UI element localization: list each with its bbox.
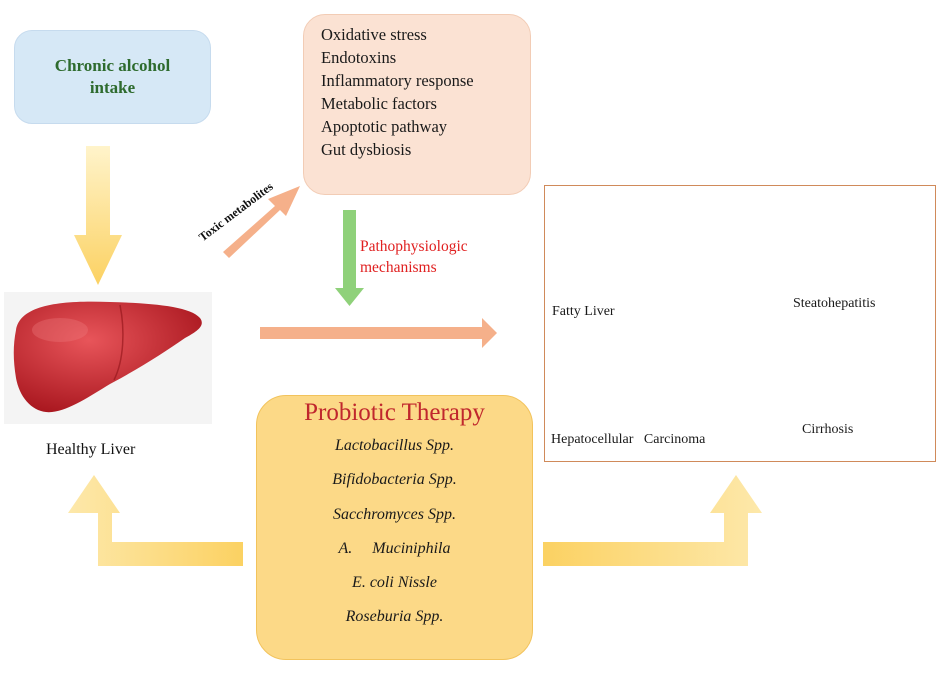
list-item: Lactobacillus Spp. bbox=[334, 437, 455, 454]
list-item: Sacchromyces Spp. bbox=[333, 505, 456, 523]
stage-label-fatty-liver: Fatty Liver bbox=[552, 304, 615, 319]
list-item: Gut dysbiosis bbox=[321, 140, 412, 159]
list-item: Roseburia Spp. bbox=[345, 608, 444, 626]
arrow-liver-to-disease bbox=[260, 318, 497, 348]
list-item: Bifidobacteria Spp. bbox=[332, 471, 457, 489]
pathophysiologic-label: Pathophysiologic mechanisms bbox=[360, 238, 468, 276]
list-item: Apoptotic pathway bbox=[321, 117, 448, 136]
alcohol-intake-label: Chronic alcohol intake bbox=[54, 56, 171, 97]
list-item: E. coli Nissle bbox=[352, 574, 437, 592]
disease-cycle-panel bbox=[544, 185, 936, 462]
arrow-pathophysiologic bbox=[335, 210, 364, 306]
arrow-probiotic-to-disease bbox=[543, 475, 762, 566]
probiotic-title: Probiotic Therapy bbox=[304, 399, 485, 426]
healthy-liver-icon bbox=[4, 292, 212, 424]
stage-label-steatohepatitis: Steatohepatitis bbox=[793, 296, 876, 311]
healthy-liver-label: Healthy Liver bbox=[46, 441, 136, 458]
arrow-probiotic-to-healthy bbox=[68, 475, 243, 566]
list-item: Inflammatory response bbox=[321, 71, 474, 90]
arrow-alcohol-to-liver bbox=[74, 146, 122, 285]
stage-label-cirrhosis: Cirrhosis bbox=[802, 422, 854, 437]
probiotic-list: Lactobacillus Spp. Bifidobacteria Spp. S… bbox=[257, 429, 532, 635]
alcohol-intake-node: Chronic alcohol intake bbox=[14, 30, 211, 124]
list-item: A. Muciniphila bbox=[338, 539, 451, 557]
mechanisms-node: Oxidative stress Endotoxins Inflammatory… bbox=[303, 14, 531, 195]
list-item: Metabolic factors bbox=[321, 94, 437, 113]
probiotic-therapy-node: Probiotic Therapy Lactobacillus Spp. Bif… bbox=[256, 395, 533, 660]
list-item: Endotoxins bbox=[321, 48, 397, 67]
arrow-toxic-metabolites bbox=[223, 186, 300, 258]
list-item: Oxidative stress bbox=[321, 25, 427, 44]
mechanisms-list: Oxidative stress Endotoxins Inflammatory… bbox=[304, 15, 530, 161]
stage-label-hepatocellular-carcinoma: Hepatocellular Carcinoma bbox=[551, 432, 706, 447]
